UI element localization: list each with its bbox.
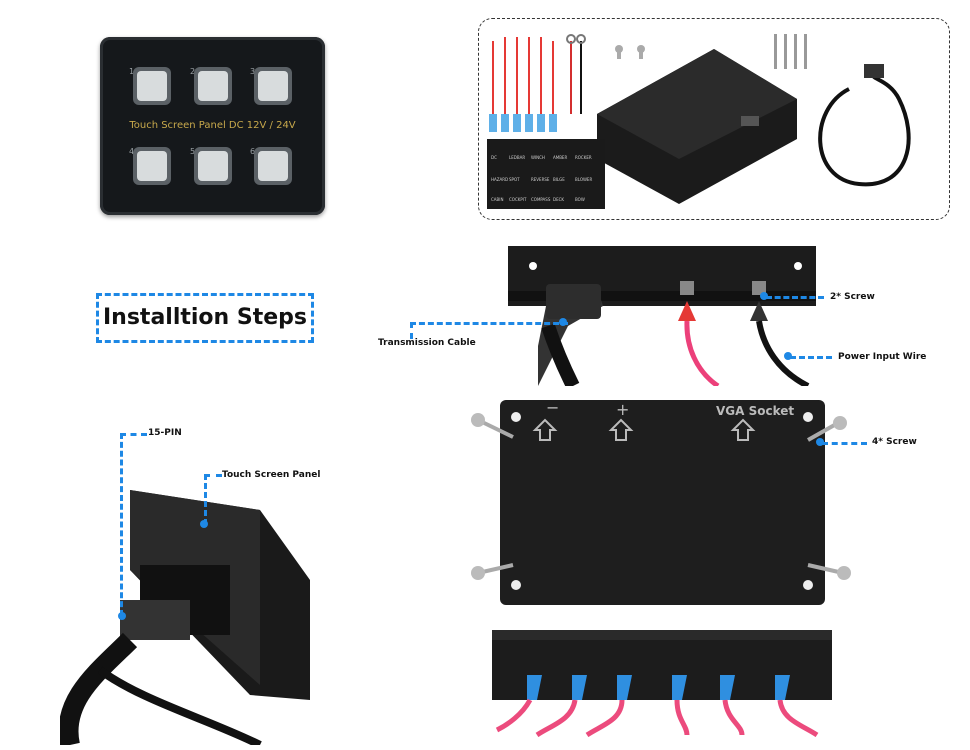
panel-title: Touch Screen Panel DC 12V / 24V [129, 120, 296, 131]
svg-text:BILGE: BILGE [553, 177, 565, 182]
box-front-illustration [492, 630, 832, 738]
tsp-callout-line [204, 474, 222, 525]
touch-button-1[interactable] [133, 67, 171, 105]
svg-text:DC: DC [491, 155, 497, 160]
vga-socket-text: VGA Socket [716, 404, 794, 418]
svg-text:SPOT: SPOT [509, 177, 520, 182]
svg-text:COMPASS: COMPASS [531, 197, 551, 202]
svg-text:BLOWER: BLOWER [575, 177, 592, 182]
box-front-photo [492, 625, 832, 738]
tsp-callout-dot [200, 520, 208, 528]
touch-button-5[interactable] [194, 147, 232, 185]
touch-screen-panel-label: Touch Screen Panel [222, 470, 321, 480]
power-input-label: Power Input Wire [838, 352, 927, 362]
box-bottom-photo: − + VGA Socket [468, 395, 858, 610]
screw-4-callout-dot [816, 438, 824, 446]
svg-text:COCKPIT: COCKPIT [509, 197, 527, 202]
svg-text:BOW: BOW [575, 197, 585, 202]
svg-text:DECK: DECK [553, 197, 564, 202]
box-back-photo [508, 246, 816, 390]
screw-2-callout-line [766, 296, 824, 299]
svg-text:WINCH: WINCH [531, 155, 545, 160]
transmission-cable-label: Transmission Cable [378, 338, 476, 348]
button-number: 5 [190, 147, 196, 156]
transmission-callout-dot [559, 318, 567, 326]
screw-2-callout-dot [760, 292, 768, 300]
button-number: 4 [129, 147, 135, 156]
svg-text:CABIN: CABIN [491, 197, 503, 202]
power-callout-dot [784, 352, 792, 360]
button-number: 6 [250, 147, 256, 156]
panel-side-photo [58, 470, 320, 749]
installation-steps-title: Installtion Steps [96, 293, 314, 343]
power-callout-line [790, 356, 832, 359]
pin-15-label: 15-PIN [148, 428, 182, 438]
box-back-illustration [508, 246, 816, 390]
touch-button-3[interactable] [254, 67, 292, 105]
button-number: 2 [190, 67, 196, 76]
touch-screen-panel: 1 2 3 Touch Screen Panel DC 12V / 24V 4 … [100, 37, 325, 215]
svg-text:LEDBAR: LEDBAR [509, 155, 525, 160]
minus-sign: − [546, 398, 559, 417]
svg-text:ROCKER: ROCKER [575, 155, 592, 160]
panel-side-illustration [58, 490, 310, 749]
button-number: 3 [250, 67, 256, 76]
svg-text:AMBER: AMBER [553, 155, 567, 160]
screw-4-callout-line [822, 442, 867, 445]
touch-button-6[interactable] [254, 147, 292, 185]
screw-4-label: 4* Screw [872, 437, 917, 447]
svg-text:REVERSE: REVERSE [531, 177, 550, 182]
box-bottom-illustration: − + VGA Socket [471, 398, 851, 605]
transmission-callout-line [410, 322, 568, 339]
title-text: Installtion Steps [102, 305, 307, 330]
pin-15-callout-dot [118, 612, 126, 620]
touch-button-4[interactable] [133, 147, 171, 185]
pin-15-callout-line [120, 433, 147, 616]
plus-sign: + [616, 400, 629, 419]
screw-2-label: 2* Screw [830, 292, 875, 302]
button-number: 1 [129, 67, 135, 76]
touch-button-2[interactable] [194, 67, 232, 105]
svg-text:HAZARD: HAZARD [491, 177, 508, 182]
